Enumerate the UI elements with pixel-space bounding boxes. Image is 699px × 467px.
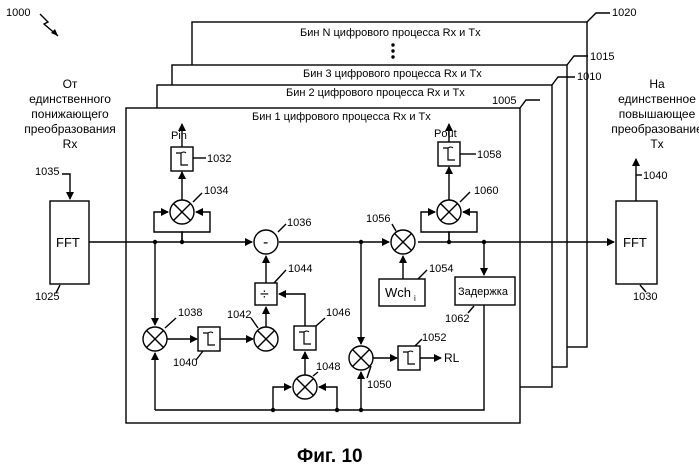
filter-1040 bbox=[198, 327, 220, 351]
ref-1062: 1062 bbox=[445, 313, 469, 325]
ref-1040-out: 1040 bbox=[643, 170, 667, 182]
ref-1035: 1035 bbox=[35, 166, 59, 178]
ref-1046: 1046 bbox=[326, 307, 350, 319]
filter-1052 bbox=[398, 346, 420, 370]
mult-1034 bbox=[170, 200, 194, 224]
figure-ref: 1000 bbox=[6, 7, 30, 19]
pin-label: Pin bbox=[171, 130, 187, 142]
svg-text:единственного: единственного bbox=[29, 92, 111, 106]
figure-caption: Фиг. 10 bbox=[297, 446, 363, 467]
input-arrow bbox=[62, 174, 70, 199]
bin-3-label: Бин 3 цифрового процесса Rx и Tx bbox=[303, 68, 482, 80]
filter-1032 bbox=[171, 147, 193, 171]
mult-1048 bbox=[293, 375, 317, 399]
filter-1058 bbox=[438, 142, 460, 166]
mult-1050 bbox=[349, 346, 373, 370]
ref-1036: 1036 bbox=[287, 217, 311, 229]
divide-label: ÷ bbox=[260, 286, 269, 303]
ref-1032: 1032 bbox=[207, 153, 231, 165]
bin-1-ref: 1005 bbox=[492, 95, 516, 107]
bin-1-label: Бин 1 цифрового процесса Rx и Tx bbox=[252, 111, 431, 123]
svg-text:повышающее: повышающее bbox=[619, 107, 696, 121]
ref-1048: 1048 bbox=[316, 361, 340, 373]
bin-n-ref: 1020 bbox=[612, 7, 636, 19]
svg-text:преобразования: преобразования bbox=[24, 122, 115, 136]
mult-1060 bbox=[437, 200, 461, 224]
svg-text:От: От bbox=[63, 77, 78, 91]
ref-1034: 1034 bbox=[204, 185, 228, 197]
filter-1046 bbox=[294, 326, 316, 350]
minus-label: - bbox=[263, 234, 268, 251]
fft-right-label: FFT bbox=[623, 235, 647, 250]
svg-text:Tx: Tx bbox=[650, 137, 663, 151]
svg-text:единственное: единственное bbox=[618, 92, 696, 106]
right-output-text: На единственное повышающее преобразовани… bbox=[611, 77, 699, 151]
delay-label: Задержка bbox=[458, 286, 509, 298]
mult-1038 bbox=[143, 327, 167, 351]
ref-1058: 1058 bbox=[477, 149, 501, 161]
ref-1052: 1052 bbox=[422, 332, 446, 344]
ref-1040: 1040 bbox=[173, 357, 197, 369]
left-input-text: От единственного понижающего преобразова… bbox=[24, 77, 115, 151]
ref-1054: 1054 bbox=[429, 263, 453, 275]
bin-3-ref: 1015 bbox=[590, 51, 614, 63]
svg-text:преобразование: преобразование bbox=[611, 122, 699, 136]
mult-1042 bbox=[254, 327, 278, 351]
mult-1056 bbox=[391, 230, 415, 254]
rl-label: RL bbox=[444, 351, 460, 365]
ref-1030: 1030 bbox=[633, 291, 657, 303]
ref-1042: 1042 bbox=[227, 309, 251, 321]
bin-1-frame: Бин 1 цифрового процесса Rx и Tx 1005 bbox=[126, 95, 540, 423]
svg-text:понижающего: понижающего bbox=[31, 107, 109, 121]
fft-left-label: FFT bbox=[56, 235, 80, 250]
ref-1038: 1038 bbox=[178, 307, 202, 319]
wch-subscript: i bbox=[414, 294, 416, 303]
ref-1060: 1060 bbox=[474, 185, 498, 197]
svg-text:На: На bbox=[649, 77, 665, 91]
svg-text:Rx: Rx bbox=[63, 137, 78, 151]
ref-1056: 1056 bbox=[366, 213, 390, 225]
wch-label: Wch bbox=[385, 285, 411, 300]
pout-label: Pout bbox=[434, 128, 457, 140]
ref-1044: 1044 bbox=[288, 263, 312, 275]
bin-2-label: Бин 2 цифрового процесса Rx и Tx bbox=[286, 87, 465, 99]
ref-1050: 1050 bbox=[367, 379, 391, 391]
bin-2-ref: 1010 bbox=[577, 71, 601, 83]
bin-n-label: Бин N цифрового процесса Rx и Tx bbox=[300, 27, 481, 39]
